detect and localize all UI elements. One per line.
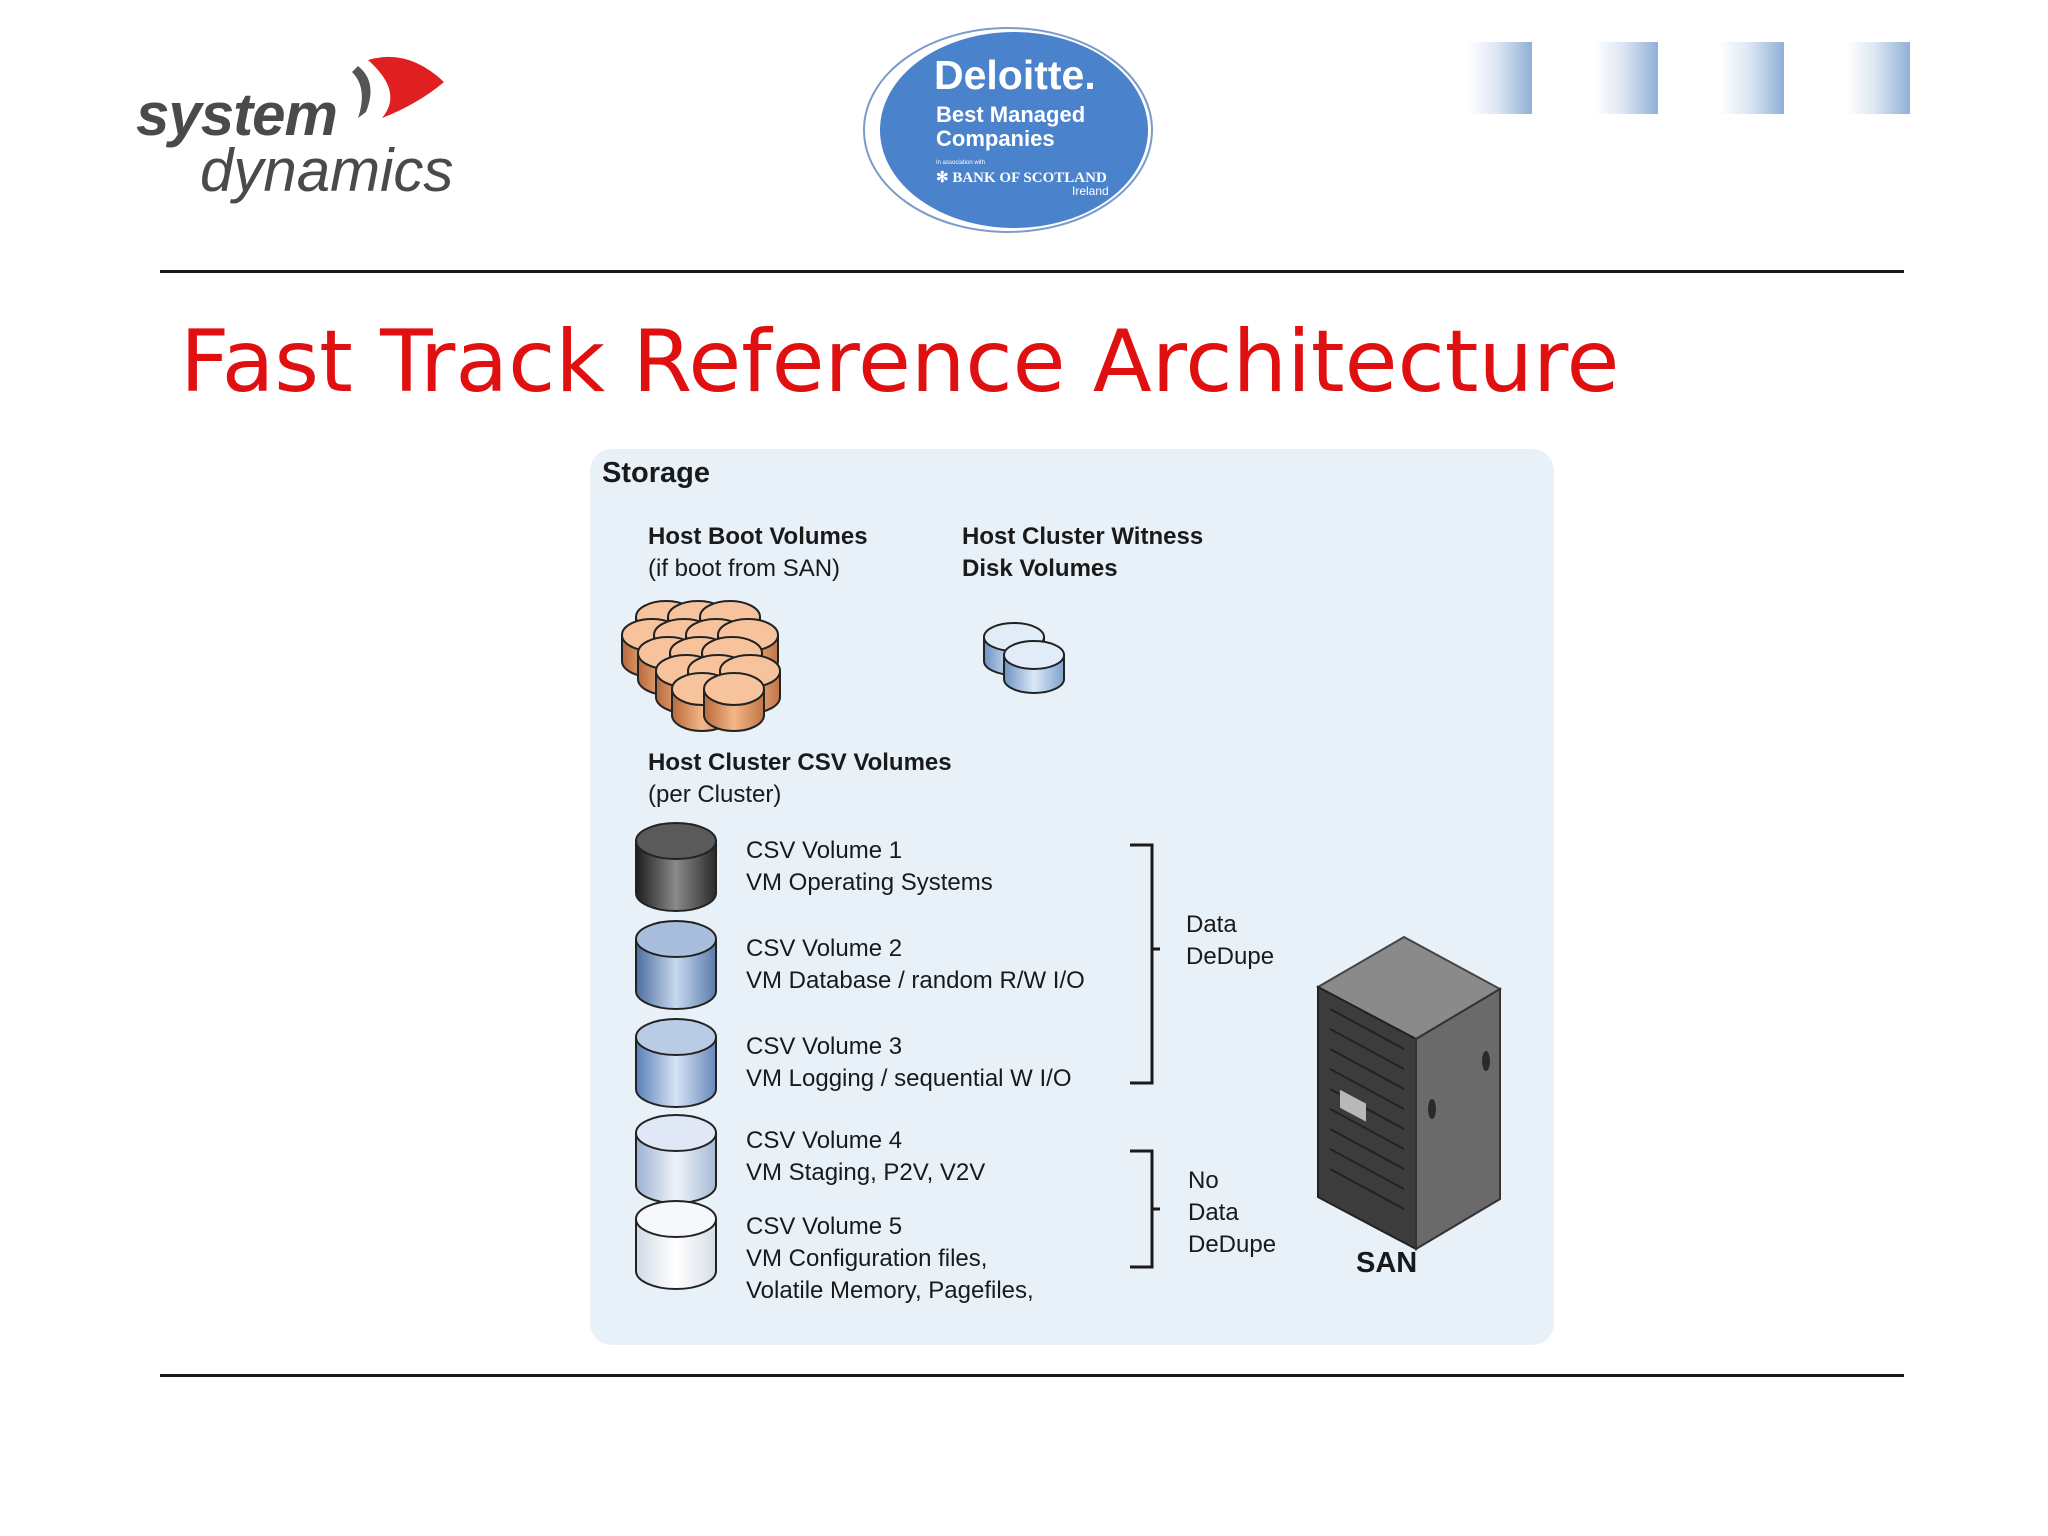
- san-cabinet-icon: [1315, 935, 1503, 1251]
- san-label: SAN: [1356, 1247, 1418, 1279]
- bank-name: ✻ BANK OF SCOTLAND: [936, 170, 1107, 186]
- csv-volume-disk-icon: [635, 1200, 717, 1290]
- csv-title: Host Cluster CSV Volumes: [648, 749, 952, 776]
- no-dedupe-label-line-1: No: [1188, 1167, 1219, 1194]
- volume-3-desc: VM Logging / sequential W I/O: [746, 1065, 1072, 1092]
- dedupe-label-line-2: DeDupe: [1186, 943, 1275, 970]
- storage-panel: Storage Host Boot Volumes (if boot from …: [590, 449, 1554, 1345]
- volume-2-name: CSV Volume 2: [746, 935, 903, 962]
- host-boot-title: Host Boot Volumes: [648, 523, 868, 550]
- header-divider: [160, 270, 1904, 273]
- slide-title: Fast Track Reference Architecture: [180, 312, 1620, 412]
- volume-2-desc: VM Database / random R/W I/O: [746, 967, 1085, 994]
- csv-volume-disk-icon: [635, 1114, 717, 1204]
- boot-volume-disk-icon: [703, 672, 765, 732]
- bank-region: Ireland: [1072, 184, 1109, 198]
- host-boot-subtitle: (if boot from SAN): [648, 555, 841, 582]
- no-dedupe-label-line-2: Data: [1188, 1199, 1239, 1226]
- logo-word-dynamics: dynamics: [200, 137, 454, 204]
- volume-5-desc-2: Volatile Memory, Pagefiles,: [746, 1277, 1034, 1304]
- award-line-1: Best Managed: [936, 102, 1086, 127]
- logo-word-system: system: [136, 81, 338, 148]
- volume-1-desc: VM Operating Systems: [746, 869, 993, 896]
- decorative-bar: [1594, 42, 1658, 114]
- decorative-bar: [1468, 42, 1532, 114]
- association-text: In association with: [936, 160, 986, 166]
- witness-title-line-2: Disk Volumes: [962, 555, 1118, 582]
- swirl-icon: [352, 56, 444, 118]
- volume-5-desc: VM Configuration files,: [746, 1245, 988, 1272]
- no-dedupe-bracket: [1130, 1149, 1160, 1269]
- decorative-bar: [1720, 42, 1784, 114]
- volume-5-name: CSV Volume 5: [746, 1213, 903, 1240]
- csv-volume-disk-icon: [635, 822, 717, 912]
- deloitte-name: Deloitte.: [934, 52, 1096, 98]
- storage-artwork: [621, 600, 1503, 1290]
- deloitte-badge-icon: [863, 27, 1153, 233]
- csv-volume-disk-icon: [635, 1018, 717, 1108]
- no-dedupe-label-line-3: DeDupe: [1188, 1231, 1277, 1258]
- system-dynamics-logo: system dynamics: [130, 52, 460, 212]
- deloitte-award-logo: Deloitte. Best Managed Companies In asso…: [862, 26, 1154, 236]
- panel-title: Storage: [602, 457, 710, 489]
- volume-4-desc: VM Staging, P2V, V2V: [746, 1159, 986, 1186]
- csv-subtitle: (per Cluster): [648, 781, 782, 808]
- footer-divider: [160, 1374, 1904, 1377]
- volume-3-name: CSV Volume 3: [746, 1033, 903, 1060]
- volume-1-name: CSV Volume 1: [746, 837, 903, 864]
- dedupe-bracket: [1130, 843, 1160, 1085]
- dedupe-label-line-1: Data: [1186, 911, 1237, 938]
- witness-title-line-1: Host Cluster Witness: [962, 523, 1204, 550]
- csv-volume-disk-icon: [635, 920, 717, 1010]
- decorative-bar: [1846, 42, 1910, 114]
- award-line-2: Companies: [936, 126, 1055, 151]
- volume-4-name: CSV Volume 4: [746, 1127, 903, 1154]
- witness-disk-icon: [1003, 640, 1065, 694]
